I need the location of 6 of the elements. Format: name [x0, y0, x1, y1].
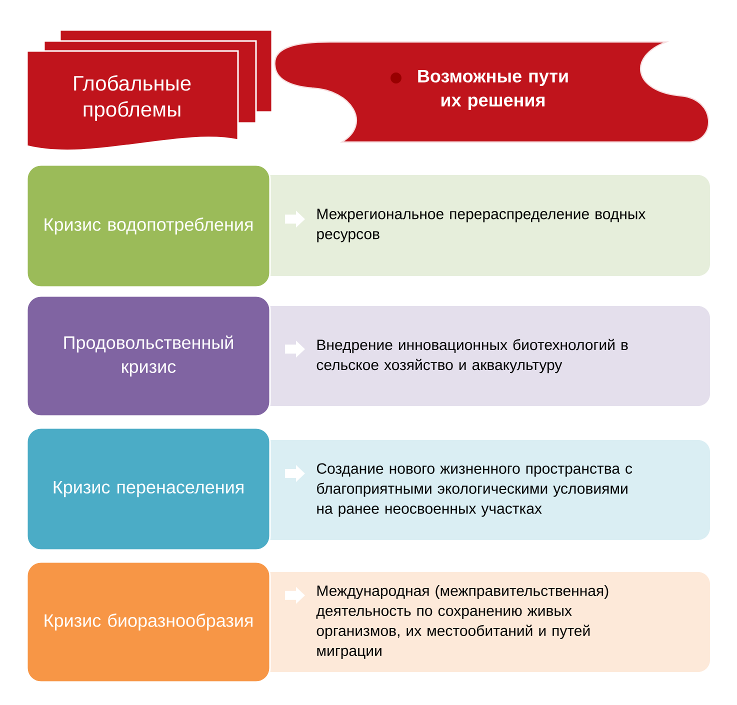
problem-box: Кризис водопотребления	[26, 164, 271, 288]
problem-box: Продовольственный кризис	[26, 295, 271, 417]
problem-box: Кризис биоразнообразия	[26, 561, 271, 683]
page-banner: Глобальные проблемы	[26, 50, 239, 152]
problem-box: Кризис перенаселения	[26, 427, 271, 551]
solution-box: Внедрение инновационных биотехнологий в сельское хозяйство и аквакультуру	[240, 306, 710, 406]
